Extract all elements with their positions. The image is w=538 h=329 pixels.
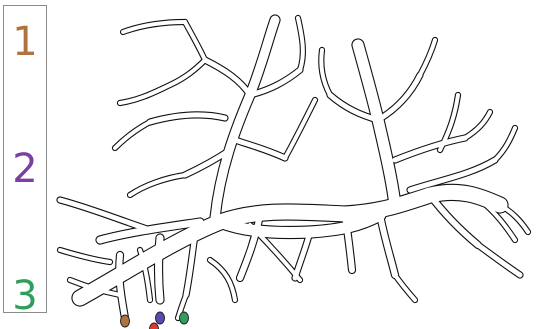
root-marker-brown [121, 315, 130, 327]
branch [395, 138, 465, 160]
branch [130, 175, 185, 195]
branch [378, 75, 420, 120]
branch [60, 200, 150, 230]
branch [495, 128, 515, 160]
branch [60, 250, 110, 262]
branch [358, 45, 395, 205]
branch [159, 238, 161, 300]
branch [380, 215, 395, 275]
branch [285, 100, 315, 158]
branch [395, 275, 415, 300]
tree-fill [60, 18, 528, 318]
branch [321, 50, 330, 95]
branch [235, 140, 285, 158]
branch-outline [210, 260, 235, 300]
branch [115, 122, 150, 148]
root-marker-red [150, 323, 159, 329]
branch [478, 245, 520, 275]
branch [420, 40, 435, 75]
root-marker-green [180, 312, 189, 324]
branch [185, 22, 205, 60]
root-marker-purple [156, 312, 165, 324]
branch [170, 60, 205, 85]
